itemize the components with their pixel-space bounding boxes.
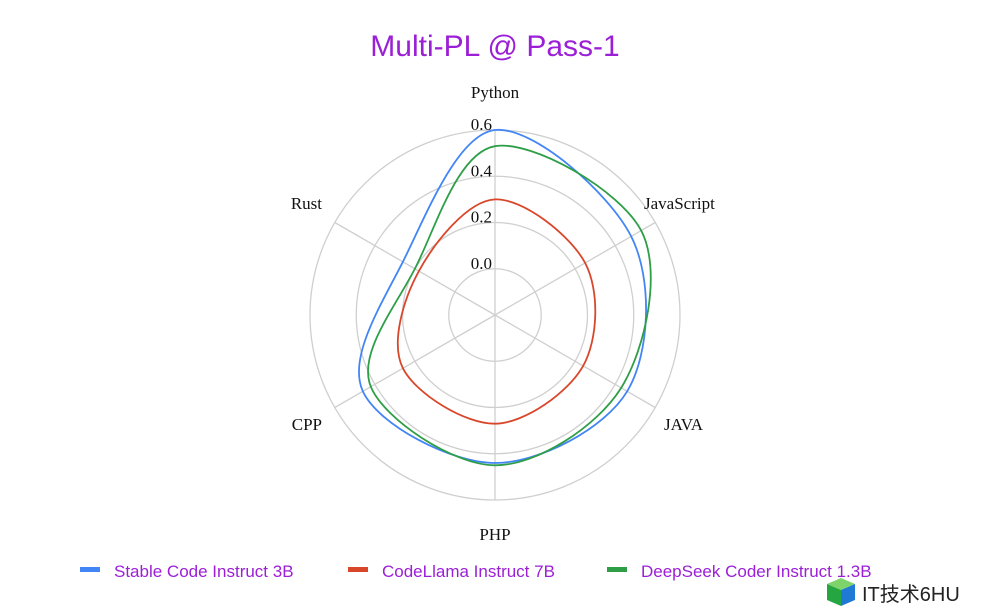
axis-label-python: Python [471, 83, 520, 102]
series-line-2 [367, 144, 652, 467]
legend-swatch-2 [607, 567, 627, 572]
blue-green-cube-logo [827, 578, 855, 606]
axis-label-php: PHP [479, 525, 510, 544]
grid-spoke [494, 314, 656, 409]
radar-series [358, 129, 652, 467]
watermark: IT技术6HU [827, 578, 960, 606]
radial-tick-label: 0.4 [471, 161, 493, 180]
radial-tick-labels: 0.0 0.2 0.4 0.6 [471, 115, 493, 273]
axis-label-rust: Rust [291, 194, 322, 213]
legend-label-0: Stable Code Instruct 3B [114, 562, 294, 581]
radial-tick-label: 0.2 [471, 208, 492, 227]
watermark-text: IT技术6HU [862, 583, 960, 606]
series-line-0 [358, 129, 647, 464]
grid-spoke [334, 314, 496, 409]
axis-label-javascript: JavaScript [644, 194, 715, 213]
radial-tick-label: 0.0 [471, 254, 492, 273]
axis-label-java: JAVA [664, 415, 704, 434]
axis-label-cpp: CPP [292, 415, 322, 434]
legend: Stable Code Instruct 3B CodeLlama Instruc… [80, 562, 872, 581]
legend-swatch-0 [80, 567, 100, 572]
grid-spoke [494, 221, 656, 316]
chart-title: Multi-PL @ Pass-1 [370, 30, 619, 63]
radial-tick-label: 0.6 [471, 115, 492, 134]
radar-grid [309, 129, 681, 501]
legend-label-2: DeepSeek Coder Instruct 1.3B [641, 562, 872, 581]
legend-label-1: CodeLlama Instruct 7B [382, 562, 555, 581]
series-line-1 [396, 198, 597, 425]
legend-swatch-1 [348, 567, 368, 572]
